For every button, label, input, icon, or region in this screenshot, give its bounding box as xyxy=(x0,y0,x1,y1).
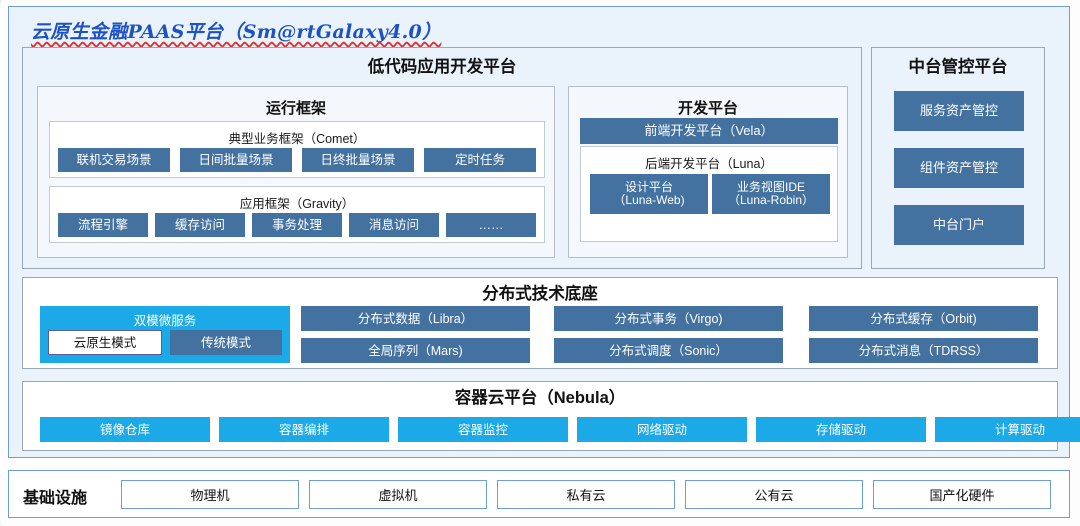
comet-framework-box: 典型业务框架（Comet） 联机交易场景 日间批量场景 日终批量场景 定时任务 xyxy=(49,121,545,178)
platform-architecture-frame: 云原生金融PAAS平台（Sm@rtGalaxy4.0） 低代码应用开发平台 运行… xyxy=(8,6,1080,458)
development-platform-title: 开发平台 xyxy=(677,100,738,117)
infrastructure-label: 基础设施 xyxy=(23,490,88,507)
chip-design-platform-line2: （Luna-Web) xyxy=(613,193,685,207)
chip-intraday-batch-scenario[interactable]: 日间批量场景 xyxy=(180,148,292,172)
chip-distributed-cache-orbit[interactable]: 分布式缓存（Orbit) xyxy=(809,306,1038,331)
infra-item-domestic-hardware[interactable]: 国产化硬件 xyxy=(873,480,1051,509)
container-cloud-platform-panel: 容器云平台（Nebula） 镜像仓库 容器编排 容器监控 网络驱动 存储驱动 计… xyxy=(22,381,1080,451)
comet-framework-label: 典型业务框架（Comet） xyxy=(228,132,366,146)
chip-transaction-processing[interactable]: 事务处理 xyxy=(252,213,342,237)
chip-end-of-day-batch-scenario[interactable]: 日终批量场景 xyxy=(302,148,414,172)
chip-distributed-data-libra[interactable]: 分布式数据（Libra） xyxy=(301,306,530,331)
backend-dev-platform-label: 后端开发平台（Luna） xyxy=(645,157,773,171)
low-code-platform-panel: 低代码应用开发平台 运行框架 典型业务框架（Comet） 联机交易场景 日间批量… xyxy=(22,47,862,269)
backend-dev-platform-box: 后端开发平台（Luna） 设计平台 （Luna-Web) 业务视图IDE （Lu… xyxy=(580,146,838,242)
chip-compute-driver[interactable]: 计算驱动 xyxy=(935,417,1080,442)
chip-distributed-message-tdrss[interactable]: 分布式消息（TDRSS） xyxy=(809,338,1038,363)
chip-frontend-dev-platform-vela[interactable]: 前端开发平台（Vela） xyxy=(580,118,838,144)
chip-design-platform-line1: 设计平台 xyxy=(624,179,673,194)
chip-cache-access[interactable]: 缓存访问 xyxy=(155,213,245,237)
chip-service-asset-control[interactable]: 服务资产管控 xyxy=(894,91,1024,131)
chip-component-asset-control[interactable]: 组件资产管控 xyxy=(894,148,1024,188)
infra-item-private-cloud[interactable]: 私有云 xyxy=(497,480,675,509)
chip-container-monitoring[interactable]: 容器监控 xyxy=(398,417,568,442)
infra-item-physical-machine[interactable]: 物理机 xyxy=(121,480,299,509)
chip-distributed-scheduling-sonic[interactable]: 分布式调度（Sonic） xyxy=(554,338,783,363)
infrastructure-bar: 基础设施 物理机 虚拟机 私有云 公有云 国产化硬件 xyxy=(8,470,1070,518)
chip-global-sequence-mars[interactable]: 全局序列（Mars) xyxy=(301,338,530,363)
chip-scheduled-task[interactable]: 定时任务 xyxy=(424,148,536,172)
page-title: 云原生金融PAAS平台（Sm@rtGalaxy4.0） xyxy=(31,21,442,43)
mid-platform-control-title: 中台管控平台 xyxy=(908,58,1008,76)
dual-mode-microservice-block[interactable]: 双模微服务 云原生模式 传统模式 xyxy=(40,306,290,363)
chip-business-view-ide-line2: （Luna-Robin） xyxy=(727,193,815,207)
mid-platform-control-panel: 中台管控平台 服务资产管控 组件资产管控 中台门户 xyxy=(871,47,1045,269)
chip-cloud-native-mode[interactable]: 云原生模式 xyxy=(48,330,162,355)
chip-storage-driver[interactable]: 存储驱动 xyxy=(756,417,926,442)
gravity-framework-label: 应用框架（Gravity） xyxy=(239,197,355,211)
chip-online-transaction-scenario[interactable]: 联机交易场景 xyxy=(58,148,170,172)
gravity-framework-box: 应用框架（Gravity） 流程引擎 缓存访问 事务处理 消息访问 …… xyxy=(49,186,545,243)
chip-process-engine[interactable]: 流程引擎 xyxy=(58,213,148,237)
chip-business-view-ide-line1: 业务视图IDE xyxy=(736,179,805,194)
infra-item-virtual-machine[interactable]: 虚拟机 xyxy=(309,480,487,509)
distributed-tech-foundation-panel: 分布式技术底座 双模微服务 云原生模式 传统模式 分布式数据（Libra） 分布… xyxy=(22,277,1058,369)
container-cloud-platform-title: 容器云平台（Nebula） xyxy=(454,389,626,407)
chip-image-repository[interactable]: 镜像仓库 xyxy=(40,417,210,442)
infra-item-public-cloud[interactable]: 公有云 xyxy=(685,480,863,509)
run-framework-panel: 运行框架 典型业务框架（Comet） 联机交易场景 日间批量场景 日终批量场景 … xyxy=(37,86,555,258)
low-code-platform-title: 低代码应用开发平台 xyxy=(367,58,517,76)
chip-more-ellipsis[interactable]: …… xyxy=(446,213,536,237)
dual-mode-microservice-label: 双模微服务 xyxy=(133,314,197,328)
chip-distributed-transaction-virgo[interactable]: 分布式事务（Virgo) xyxy=(554,306,783,331)
chip-business-view-ide-luna-robin[interactable]: 业务视图IDE （Luna-Robin） xyxy=(712,174,830,214)
chip-container-orchestration[interactable]: 容器编排 xyxy=(219,417,389,442)
chip-traditional-mode[interactable]: 传统模式 xyxy=(170,330,282,355)
development-platform-panel: 开发平台 前端开发平台（Vela） 后端开发平台（Luna） 设计平台 （Lun… xyxy=(568,86,848,258)
chip-message-access[interactable]: 消息访问 xyxy=(349,213,439,237)
chip-design-platform-luna-web[interactable]: 设计平台 （Luna-Web) xyxy=(590,174,708,214)
chip-network-driver[interactable]: 网络驱动 xyxy=(577,417,747,442)
run-framework-title: 运行框架 xyxy=(265,100,326,117)
distributed-tech-foundation-title: 分布式技术底座 xyxy=(482,285,598,303)
chip-mid-platform-portal[interactable]: 中台门户 xyxy=(894,205,1024,245)
